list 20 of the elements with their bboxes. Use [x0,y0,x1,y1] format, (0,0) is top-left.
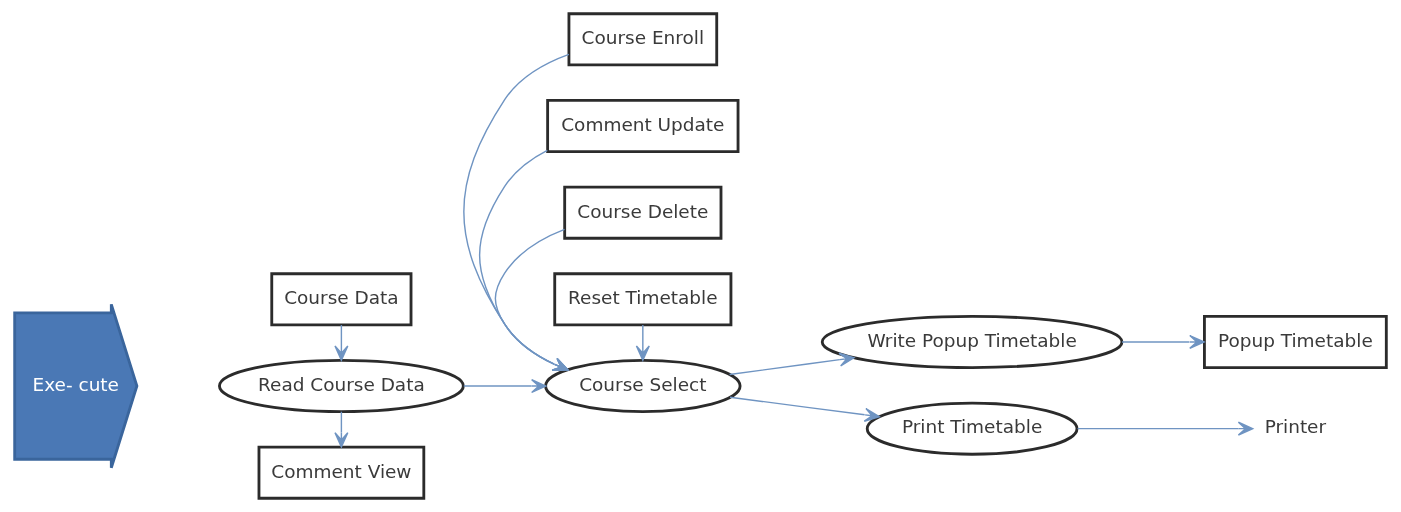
arrow [478,149,569,371]
node-text: Printer [1264,416,1327,438]
arrow [728,352,855,376]
arrow [463,378,547,394]
arrow [334,411,349,448]
arrow [334,324,349,361]
node-box: Course Enroll [567,12,719,67]
arrow [494,228,569,371]
arrow [635,324,650,361]
node-box: Popup Timetable [1203,314,1388,369]
arrow [729,396,880,422]
arrow [1121,334,1205,350]
node-box: Course Delete [563,185,723,240]
node-box: Course Data [270,272,413,327]
node-box: Comment Update [546,99,740,153]
node-box: Reset Timetable [553,272,733,327]
arrow [463,53,570,371]
node-ellipse: Read Course Data [218,359,465,414]
arrow [1076,421,1254,436]
node-box: Comment View [257,445,426,500]
